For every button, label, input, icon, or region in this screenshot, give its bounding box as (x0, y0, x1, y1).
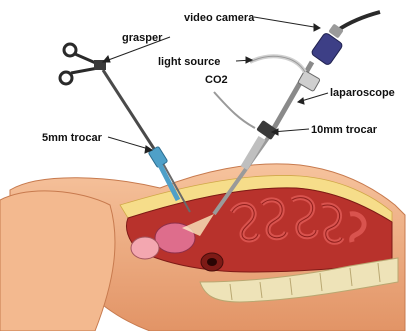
bladder (131, 237, 159, 259)
trocar-5mm-label: 5mm trocar (42, 133, 102, 144)
co2-label: CO2 (205, 75, 228, 86)
thigh (0, 191, 115, 331)
video-camera-label: video camera (184, 13, 254, 24)
laparoscope-label: laparoscope (330, 88, 395, 99)
rectum-lumen (207, 258, 217, 266)
grasper-label: grasper (122, 33, 162, 44)
co2-tube (214, 92, 255, 128)
light-source-label: light source (158, 57, 220, 68)
trocar-10mm-label: 10mm trocar (311, 125, 377, 136)
video-camera (311, 12, 380, 66)
trocar-10mm (244, 120, 278, 168)
